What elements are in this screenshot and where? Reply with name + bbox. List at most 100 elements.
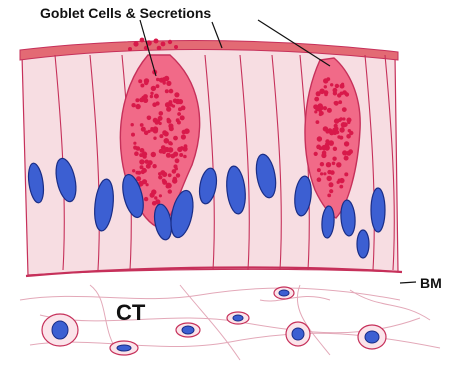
granule (317, 168, 321, 172)
granule (183, 155, 187, 159)
granule (340, 84, 345, 89)
granule (156, 84, 160, 88)
granule (323, 172, 326, 175)
granule (334, 101, 339, 106)
granule (334, 118, 339, 123)
granule (154, 94, 159, 99)
granule (168, 189, 172, 193)
granule (347, 118, 352, 123)
ct-cell-nucleus (365, 331, 379, 343)
granule (333, 88, 338, 93)
granule (177, 147, 182, 152)
granule (325, 142, 330, 147)
granule (152, 164, 156, 168)
granule (316, 120, 320, 124)
granule (322, 151, 327, 156)
granule (338, 100, 342, 104)
granule (168, 123, 173, 128)
granule (151, 86, 156, 91)
granule (334, 124, 338, 128)
granule (159, 194, 162, 197)
granule (341, 122, 347, 128)
granule (158, 172, 161, 175)
granule (135, 98, 139, 102)
granule (139, 98, 144, 103)
granule (181, 106, 186, 111)
granule (344, 172, 348, 176)
granule (140, 123, 144, 127)
ct-cell-nucleus (52, 321, 68, 339)
granule (140, 84, 144, 88)
ct-cell-nucleus (182, 326, 194, 334)
granule (180, 115, 185, 120)
granule (166, 81, 171, 86)
granule (168, 173, 172, 177)
granule (138, 79, 142, 83)
goblet-cells-label: Goblet Cells & Secretions (40, 6, 211, 20)
granule (177, 112, 181, 116)
ct-cell-nucleus (279, 290, 289, 296)
granule (320, 172, 323, 175)
granule (179, 153, 183, 157)
granule (324, 85, 327, 88)
granule (139, 159, 144, 164)
granule (167, 119, 172, 124)
granule (332, 157, 336, 161)
granule (327, 108, 332, 113)
granule (335, 84, 339, 88)
granule (156, 78, 159, 81)
granule (327, 176, 332, 181)
nucleus (357, 230, 369, 258)
granule (320, 162, 324, 166)
granule (324, 93, 328, 97)
granule (176, 173, 180, 177)
granule (332, 162, 336, 166)
granule (133, 146, 137, 150)
granule (316, 91, 321, 96)
granule (162, 150, 166, 154)
nucleus (371, 188, 385, 232)
granule (132, 169, 135, 172)
fiber (20, 288, 400, 300)
granule (159, 134, 163, 138)
granule (152, 102, 157, 107)
granule (162, 130, 167, 135)
granule (140, 165, 144, 169)
granule (147, 116, 152, 121)
basement-membrane-label: BM (420, 276, 442, 290)
granule (333, 147, 337, 151)
granule (172, 105, 175, 108)
granule (338, 179, 342, 183)
granule (150, 95, 153, 98)
granule (346, 151, 351, 156)
granule (161, 145, 166, 150)
granule (336, 162, 341, 167)
granule (342, 107, 347, 112)
granule (344, 156, 349, 161)
granule (135, 104, 140, 109)
granule (166, 153, 171, 158)
ct-cell-nucleus (292, 328, 304, 340)
granule (317, 177, 322, 182)
granule (163, 81, 166, 84)
granule (158, 122, 161, 125)
granule (148, 160, 153, 165)
granule (330, 170, 335, 175)
granule (339, 185, 343, 189)
granule (169, 89, 174, 94)
granule (153, 126, 159, 132)
granule (153, 118, 158, 123)
granule (323, 106, 327, 110)
granule (349, 131, 353, 135)
granule (154, 196, 157, 199)
granule (165, 89, 169, 93)
granule (330, 83, 333, 86)
granule (173, 177, 177, 181)
granule (173, 136, 178, 141)
granule (337, 93, 341, 97)
granule (175, 167, 178, 170)
granule (335, 130, 339, 134)
granule (167, 183, 172, 188)
